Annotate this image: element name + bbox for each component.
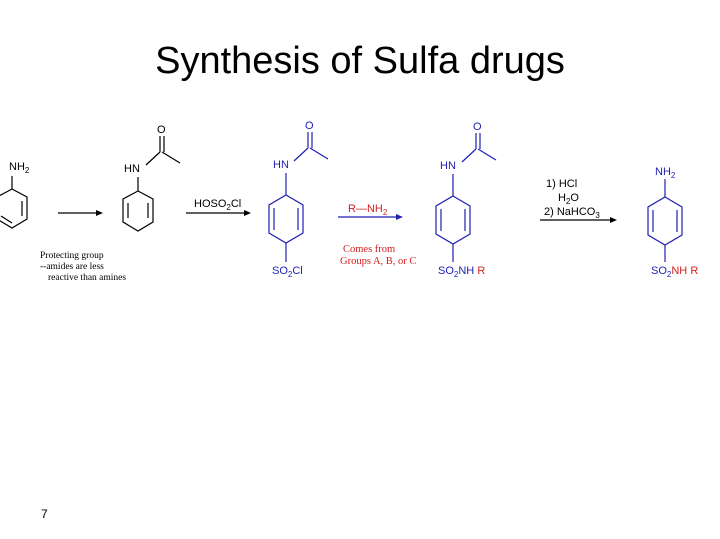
- comes-from-note: Comes from Groups A, B, or C: [340, 244, 416, 267]
- page-number: 7: [41, 507, 48, 521]
- protecting-group-note: Protecting group --amides are less react…: [40, 251, 126, 283]
- sulfonyl-chloride-o-label: O: [305, 120, 314, 132]
- arrow-3: [338, 214, 403, 220]
- acetanilide-molecule: [122, 136, 181, 232]
- reagent-amine: R—NH2: [348, 203, 388, 217]
- acetanilide-hn-label: HN: [124, 163, 140, 175]
- reagent-water: H2O: [558, 192, 579, 206]
- sulfonamide-hn-label: HN: [440, 160, 456, 172]
- aniline-ring: [0, 188, 28, 229]
- arrow-1: [58, 210, 103, 216]
- sulfa-drug-nh2-label: NH2: [655, 166, 676, 180]
- sulfonamide-molecule: [435, 133, 497, 262]
- acetanilide-o-label: O: [157, 124, 166, 136]
- arrow-4: [540, 217, 617, 223]
- reagent-sodium-bicarbonate: 2) NaHCO3: [544, 206, 600, 220]
- sulfa-drug-molecule: [647, 179, 683, 262]
- aniline-molecule: [0, 176, 28, 229]
- sulfa-drug-so2nhr-label: SO2NH R: [651, 265, 698, 279]
- arrow-2: [186, 210, 251, 216]
- aniline-nh2-label: NH2: [9, 161, 30, 175]
- reagent-chlorosulfonic-acid: HOSO2Cl: [194, 198, 241, 212]
- reagent-hcl: 1) HCl: [546, 178, 577, 190]
- sulfonyl-chloride-hn-label: HN: [273, 159, 289, 171]
- slide-title: Synthesis of Sulfa drugs: [155, 40, 565, 82]
- acetanilide-ring: [122, 190, 154, 232]
- sulfonamide-o-label: O: [473, 121, 482, 133]
- sulfonyl-chloride-molecule: [268, 132, 329, 262]
- sulfonyl-chloride-so2cl-label: SO2Cl: [272, 265, 303, 279]
- sulfonamide-so2nhr-label: SO2NH R: [438, 265, 485, 279]
